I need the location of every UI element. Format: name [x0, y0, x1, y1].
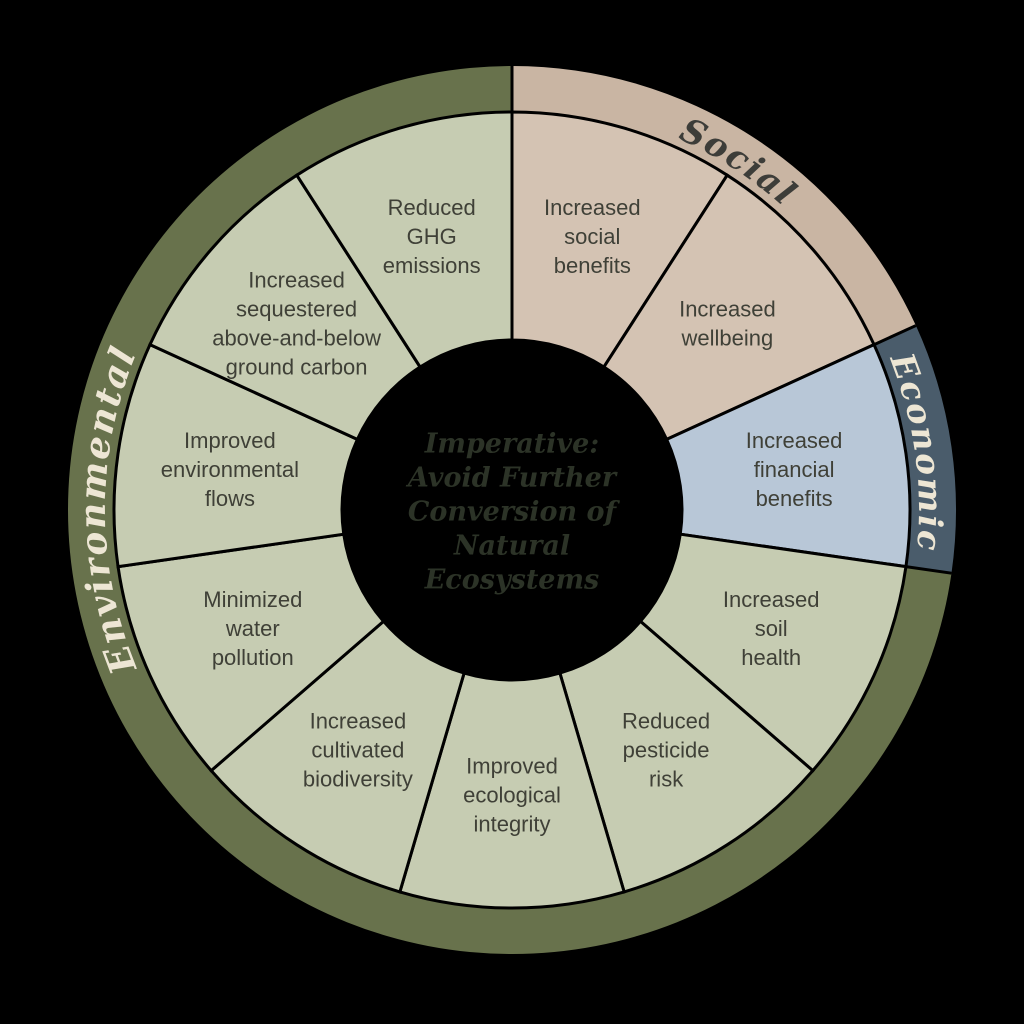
segment-label-line: ground carbon — [226, 354, 368, 379]
segment-label-line: social — [564, 224, 620, 249]
segment-label-line: Increased — [679, 296, 776, 321]
center-title-line: Avoid Further — [405, 463, 618, 494]
segment-label-line: water — [225, 616, 280, 641]
segment-label-line: benefits — [756, 486, 833, 511]
segment-label-line: risk — [649, 766, 684, 791]
segment-label-line: cultivated — [311, 737, 404, 762]
segment-label-line: sequestered — [236, 296, 357, 321]
segment-label-line: Increased — [310, 708, 407, 733]
ring-social — [512, 66, 916, 345]
segment-label-reduced-pesticide-risk: Reduced pesticide risk — [622, 708, 710, 791]
ring-divider — [904, 565, 952, 575]
segment-label-increased-cultivated-biodiversity: Increased cultivated biodiversity — [303, 708, 413, 791]
segment-label-improved-environmental-flows: Improved environmental flows — [161, 428, 299, 511]
ring-economic — [874, 325, 956, 574]
segment-label-improved-ecological-integrity: Improved ecological integrity — [463, 754, 561, 837]
segment-label-increased-sequestered-above-and-below-ground-carbon: Increased sequestered above-and-below groun… — [212, 267, 381, 379]
ring-divider — [872, 324, 917, 347]
segment-label-line: Increased — [723, 587, 820, 612]
center-circle — [342, 340, 682, 680]
center-title-line: Conversion of — [408, 497, 621, 528]
segment-label-line: health — [741, 645, 801, 670]
segment-label-line: above-and-below — [212, 325, 381, 350]
segment-label-line: flows — [205, 486, 255, 511]
segment-label-line: Increased — [248, 267, 345, 292]
segment-label-increased-wellbeing: Increased wellbeing — [679, 296, 776, 350]
segment-label-line: environmental — [161, 457, 299, 482]
segment-label-line: pesticide — [623, 737, 710, 762]
segment-label-increased-social-benefits: Increased social benefits — [544, 195, 641, 278]
segment-label-line: biodiversity — [303, 766, 413, 791]
segment-label-line: emissions — [383, 253, 481, 278]
center-title-line: Imperative: — [424, 429, 600, 460]
center-title-line: Ecosystems — [424, 565, 600, 596]
segment-label-line: soil — [755, 616, 788, 641]
segment-label-line: pollution — [212, 645, 294, 670]
segment-label-line: benefits — [554, 253, 631, 278]
segment-label-line: Improved — [466, 754, 558, 779]
segment-label-increased-financial-benefits: Increased financial benefits — [746, 428, 843, 511]
segment-label-line: Improved — [184, 428, 276, 453]
segment-label-line: Increased — [544, 195, 641, 220]
segment-label-line: ecological — [463, 783, 561, 808]
segment-label-line: wellbeing — [681, 325, 774, 350]
segment-label-line: GHG — [407, 224, 457, 249]
segment-label-line: integrity — [473, 812, 550, 837]
segment-label-minimized-water-pollution: Minimized water pollution — [203, 587, 302, 670]
segment-label-line: Reduced — [388, 195, 476, 220]
center-title-line: Natural — [453, 531, 570, 562]
segment-label-line: Minimized — [203, 587, 302, 612]
segment-label-line: Increased — [746, 428, 843, 453]
segment-label-increased-soil-health: Increased soil health — [723, 587, 820, 670]
segment-label-line: Reduced — [622, 708, 710, 733]
segment-label-line: financial — [754, 457, 835, 482]
